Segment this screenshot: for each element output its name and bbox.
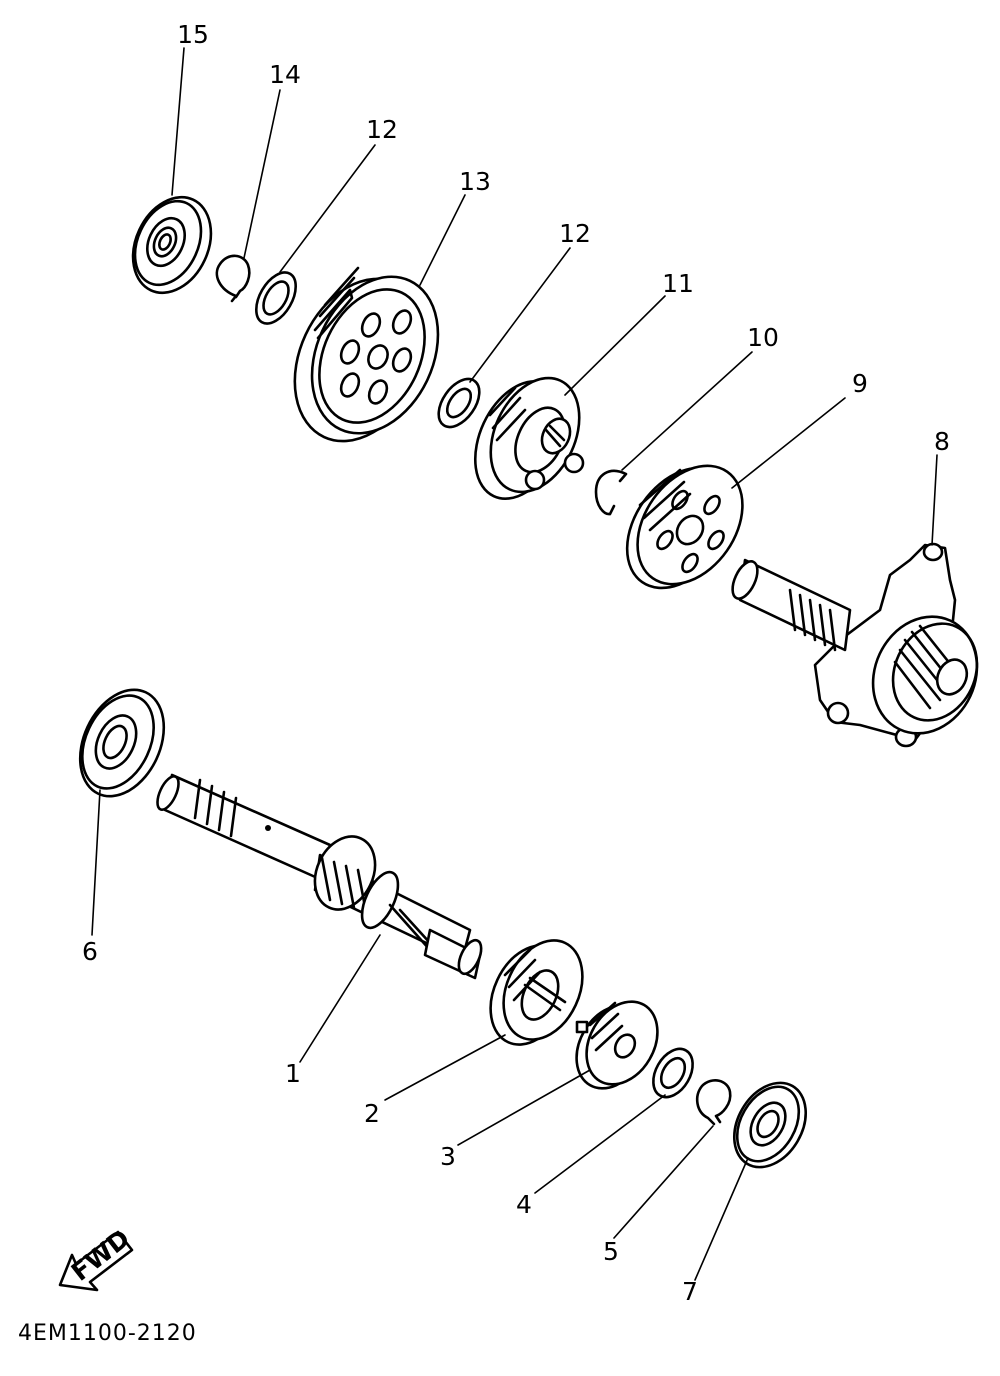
part-3-gear bbox=[575, 1000, 659, 1090]
part-14-circlip bbox=[215, 254, 251, 303]
label-part-5: 5 bbox=[603, 1237, 619, 1266]
label-part-12-middle: 12 bbox=[559, 219, 591, 248]
part-5-circlip bbox=[695, 1079, 732, 1126]
label-part-2: 2 bbox=[364, 1099, 380, 1128]
label-part-1: 1 bbox=[285, 1059, 301, 1088]
leader-lines bbox=[91, 47, 938, 1281]
part-11-clutch-hub bbox=[473, 376, 585, 500]
part-7-bearing bbox=[733, 1081, 807, 1169]
label-part-10: 10 bbox=[747, 323, 779, 352]
part-6-bearing bbox=[78, 688, 166, 798]
part-1-main-shaft bbox=[156, 773, 483, 980]
label-part-14: 14 bbox=[269, 60, 301, 89]
label-part-12-top: 12 bbox=[366, 115, 398, 144]
label-part-4: 4 bbox=[516, 1190, 532, 1219]
label-part-7: 7 bbox=[682, 1277, 698, 1306]
label-part-15: 15 bbox=[177, 20, 209, 49]
label-part-13: 13 bbox=[459, 167, 491, 196]
fwd-arrow-icon: FWD bbox=[58, 1224, 135, 1292]
part-15-bearing bbox=[131, 195, 213, 295]
part-12-washer-top bbox=[255, 271, 297, 325]
label-part-6: 6 bbox=[82, 937, 98, 966]
part-12-washer-middle bbox=[437, 377, 481, 429]
label-part-11: 11 bbox=[662, 269, 694, 298]
diagram-code: 4EM1100-2120 bbox=[18, 1321, 197, 1346]
label-part-3: 3 bbox=[440, 1142, 456, 1171]
part-4-washer bbox=[652, 1047, 694, 1099]
label-part-8: 8 bbox=[934, 427, 950, 456]
part-13-gear bbox=[293, 266, 440, 443]
part-8-output-shaft bbox=[731, 542, 979, 748]
label-part-9: 9 bbox=[852, 369, 868, 398]
part-2-dog-clutch bbox=[489, 939, 584, 1046]
part-9-gear bbox=[625, 464, 744, 590]
part-10-circlip bbox=[594, 469, 628, 516]
